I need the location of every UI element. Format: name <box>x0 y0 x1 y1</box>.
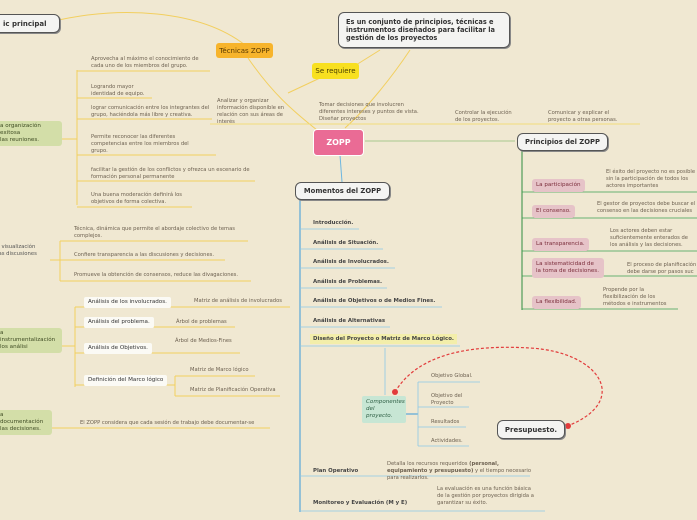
visualizacion-node[interactable]: s visualización las discusiones <box>0 244 37 258</box>
documentacion-text: El ZOPP considera que cada sesión de tra… <box>80 420 255 426</box>
plan-operativo-desc: Detalla los recursos requeridos (persona… <box>387 461 537 482</box>
momento-item[interactable]: Análisis de Alternativas <box>313 318 386 324</box>
analisis-tool: Árbol de Medios-Fines <box>175 338 232 344</box>
momento-item[interactable]: Análisis de Objetivos o de Medios Fines. <box>313 298 436 304</box>
principio-desc: El proceso de planificación debe darse p… <box>627 262 697 275</box>
momentos-label: Momentos del ZOPP <box>303 187 382 195</box>
principio-desc: El gestor de proyectos debe buscar el co… <box>597 201 696 214</box>
principio-desc: Propende por la flexibilización de los m… <box>603 287 667 307</box>
connector-serequiere-req <box>287 77 321 94</box>
componentes-label: Componentes del proyecto. <box>366 399 405 419</box>
plan-desc-post: y el tiempo necesario para realizarlos. <box>387 468 531 481</box>
principios-node[interactable]: Principios del ZOPP <box>517 133 608 151</box>
topic-principal-label: ic principal <box>3 19 47 28</box>
analisis-objetivos[interactable]: Análisis de Objetivos. <box>84 343 152 354</box>
principio-desc: El éxito del proyecto no es posible sin … <box>606 169 696 189</box>
momento-item-diseno[interactable]: Diseño del Proyecto o Matriz de Marco Ló… <box>310 334 457 344</box>
principio-label: La sistematicidad de la toma de decision… <box>536 261 599 274</box>
analisis-marco-logico[interactable]: Definición del Marco lógico <box>84 375 168 386</box>
relation-dashed <box>394 346 603 426</box>
relation-start-dot <box>392 389 398 395</box>
analisis-involucrados[interactable]: Análisis de los involucrados. <box>84 297 171 308</box>
analisis-label: Análisis de Objetivos. <box>88 345 148 351</box>
presupuesto-node[interactable]: Presupuesto. <box>497 420 565 439</box>
visualizacion-item: Promueve la obtención de consensos, redu… <box>74 272 239 278</box>
momento-item[interactable]: Análisis de Situación. <box>313 240 379 246</box>
tecnicas-label: Técnicas ZOPP <box>219 46 270 55</box>
monitoreo-desc: La evaluación es una función básica de l… <box>437 486 534 506</box>
analisis-problema[interactable]: Análisis del problema. <box>84 317 154 328</box>
tecnica-item: Aprovecha al máximo el conocimiento de c… <box>91 56 199 69</box>
principio-transparencia[interactable]: La transparencia. <box>532 238 589 251</box>
tecnicas-node[interactable]: Técnicas ZOPP <box>216 43 273 58</box>
se-requiere-node[interactable]: Se requiere <box>312 63 359 79</box>
tecnica-item: lograr comunicación entre los integrante… <box>91 105 210 118</box>
componente-item: Objetivo Global. <box>431 373 473 379</box>
analisis-label: Definición del Marco lógico <box>88 377 164 383</box>
green-label: a organización exitosa las reuniones. <box>0 123 41 143</box>
principio-label: La transparencia. <box>536 241 585 247</box>
momento-item[interactable]: Análisis de Involucrados. <box>313 259 389 265</box>
plan-desc-pre: Detalla los recursos requeridos <box>387 461 470 467</box>
momento-item[interactable]: Introducción. <box>313 220 354 226</box>
se-requiere-label: Se requiere <box>315 67 356 75</box>
green-node-instrumentalizacion[interactable]: a instrumentalización los análisi <box>0 328 62 353</box>
tecnica-item: facilitar la gestión de los conflictos y… <box>91 167 250 180</box>
componente-item: Objetivo del Proyecto <box>431 393 463 406</box>
principio-sistematicidad[interactable]: La sistematicidad de la toma de decision… <box>532 258 604 278</box>
connector-topic-tecnicas <box>49 12 246 46</box>
green-label: a instrumentalización los análisi <box>0 330 56 350</box>
principio-label: La flexibilidad. <box>536 299 577 305</box>
analisis-tool: Árbol de problemas <box>176 319 227 325</box>
topic-principal-node[interactable]: ic principal <box>0 14 60 33</box>
central-node-zopp[interactable]: ZOPP <box>313 129 364 156</box>
central-label: ZOPP <box>326 138 351 147</box>
presupuesto-label: Presupuesto. <box>504 425 558 434</box>
plan-operativo-label[interactable]: Plan Operativo <box>313 468 359 474</box>
requirement-controlar: Controlar la ejecución de los proyectos. <box>455 110 512 123</box>
analisis-tool: Matriz de Marco lógico <box>190 367 249 373</box>
plan-desc-bold: (personal, equipamiento y presupuesto) <box>387 461 499 474</box>
principio-consenso[interactable]: El consenso. <box>532 205 575 218</box>
componente-item: Resultados <box>431 419 460 425</box>
monitoreo-label[interactable]: Monitoreo y Evaluación (M y E) <box>313 500 408 506</box>
connector-definition-zopp <box>344 49 411 129</box>
visualizacion-item: Confiere transparencia a las discusiones… <box>74 252 214 258</box>
principio-flexibilidad[interactable]: La flexibilidad. <box>532 296 581 309</box>
definition-node[interactable]: Es un conjunto de principios, técnicas e… <box>338 12 510 48</box>
visualizacion-label: s visualización las discusiones <box>0 244 37 257</box>
principio-desc: Los actores deben estar suficientemente … <box>610 228 688 248</box>
analisis-tool: Matriz de análisis de involucrados <box>194 298 282 304</box>
relation-end-dot <box>565 423 571 429</box>
momento-item[interactable]: Análisis de Problemas. <box>313 279 383 285</box>
requirement-tomar: Tomar decisiones que involucren diferent… <box>319 102 419 122</box>
tecnica-item: Logrando mayor identidad de equipo. <box>91 84 145 97</box>
analisis-label: Análisis del problema. <box>88 319 150 325</box>
green-node-organizacion[interactable]: a organización exitosa las reuniones. <box>0 121 62 146</box>
tecnica-item: Una buena moderación definirá los objeti… <box>91 192 182 205</box>
green-node-documentacion[interactable]: a documentación las decisiones. <box>0 410 52 435</box>
analisis-label: Análisis de los involucrados. <box>88 299 167 305</box>
principio-participacion[interactable]: La participación <box>532 179 585 192</box>
tecnica-item: Permite reconocer las diferentes compete… <box>91 134 189 154</box>
requirement-comunicar: Comunicar y explicar el proyecto a otras… <box>548 110 618 123</box>
visualizacion-item: Técnica, dinámica que permite el abordaj… <box>74 226 235 239</box>
componente-item: Actividades. <box>431 438 463 444</box>
definition-text: Es un conjunto de principios, técnicas e… <box>346 18 495 42</box>
analisis-tool: Matriz de Planificación Operativa <box>190 387 276 393</box>
principio-label: La participación <box>536 182 581 188</box>
requirement-analizar: Analizar y organizar información disponi… <box>217 98 285 125</box>
principio-label: El consenso. <box>536 208 571 214</box>
momentos-node[interactable]: Momentos del ZOPP <box>295 182 390 200</box>
componentes-node[interactable]: Componentes del proyecto. <box>362 396 406 423</box>
principios-label: Principios del ZOPP <box>525 138 600 146</box>
green-label: a documentación las decisiones. <box>0 412 44 432</box>
